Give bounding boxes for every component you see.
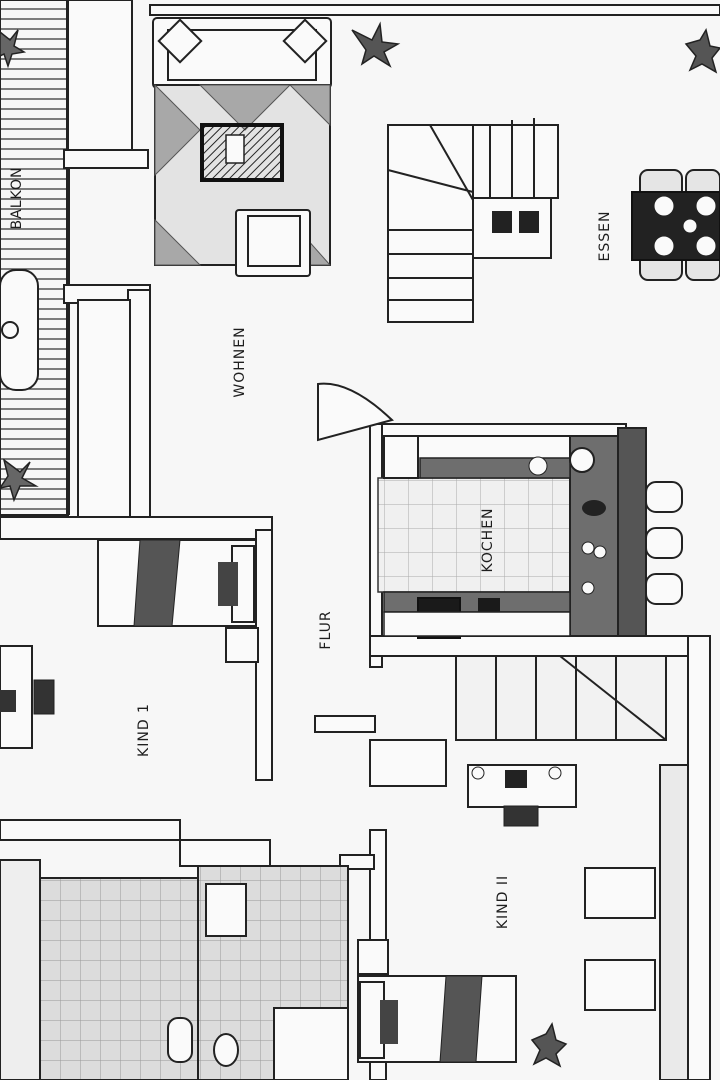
dining-table — [631, 169, 720, 281]
wardrobe — [584, 867, 656, 1011]
bed — [357, 975, 517, 1063]
sofa — [152, 17, 332, 89]
room-label-kochen: KOCHEN — [480, 507, 496, 572]
bar-stool — [645, 481, 683, 605]
desk — [0, 645, 55, 749]
bed — [97, 539, 257, 627]
room-label-balkon: BALKON — [9, 167, 25, 230]
balcony-chair — [0, 269, 39, 391]
staircase — [387, 118, 559, 323]
plant-icon — [351, 21, 401, 68]
room-label-flur: FLUR — [318, 610, 334, 649]
nightstand — [357, 939, 389, 975]
nightstand — [225, 627, 259, 663]
desk — [467, 764, 577, 827]
room-label-kind1: KIND 1 — [136, 703, 152, 757]
room-label-kind2: KIND II — [495, 875, 511, 929]
staircase — [455, 655, 667, 741]
armchair — [235, 209, 311, 277]
coffee-table — [200, 123, 284, 182]
door-swing — [317, 382, 394, 442]
plant-icon — [684, 28, 720, 74]
room-label-essen: ESSEN — [597, 211, 613, 262]
kitchen — [377, 427, 647, 639]
plant-icon — [0, 458, 39, 503]
plant-icon — [0, 29, 27, 69]
balcony-deck — [0, 0, 70, 516]
plant-icon — [530, 1022, 568, 1068]
room-label-wohnen: WOHNEN — [232, 326, 248, 397]
bathroom — [39, 865, 349, 1080]
